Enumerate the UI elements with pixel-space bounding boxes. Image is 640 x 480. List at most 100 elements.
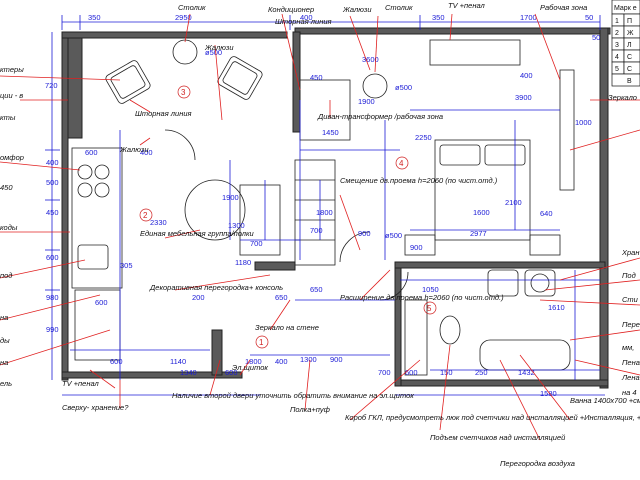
dim-text: 980 — [46, 293, 59, 302]
dim-text: 1180 — [235, 258, 251, 267]
table-bedroom — [362, 73, 388, 99]
door-swing — [164, 129, 196, 161]
dim-text: 1300 — [300, 355, 317, 364]
dim-text: 3600 — [362, 55, 379, 64]
legend-row-num: 5 — [615, 66, 619, 73]
dim-text: 600 — [405, 368, 418, 377]
dim-text: 600 — [46, 253, 59, 262]
dimension-lines — [45, 15, 605, 396]
dim-text: 1300 — [228, 221, 245, 230]
dim-text: 1580 — [540, 389, 557, 398]
pillow — [439, 144, 481, 166]
hob-burner — [94, 182, 110, 198]
legend-row-num: 1 — [615, 18, 619, 25]
balcony-wall — [67, 37, 83, 139]
dim-text: 700 — [250, 239, 263, 248]
room-numbers: 3 2 4 1 5 — [139, 85, 437, 349]
dim-text: 400 — [300, 13, 313, 22]
label-dekor: Декоративная перегородка+ консоль — [149, 283, 283, 292]
dim-text: 600 — [95, 298, 108, 307]
sink — [77, 244, 109, 270]
label-right-cut: Пере — [622, 320, 640, 329]
label-left-cut: на — [0, 358, 8, 367]
furniture — [71, 39, 575, 376]
dim-text: 2330 — [150, 218, 167, 227]
console — [239, 184, 281, 256]
dim-text: ø500 — [395, 83, 412, 92]
wall-top-left — [61, 31, 288, 39]
label-left-cut: кты — [0, 113, 16, 122]
wall-left — [61, 31, 69, 381]
room-number: 3 — [181, 88, 186, 97]
dim-text: 250 — [475, 368, 488, 377]
label-vanna: Ванна 1400x700 +смеситель на ванну и душ — [570, 396, 640, 405]
dim-text: 350 — [432, 13, 445, 22]
dim-text: 1800 — [316, 208, 333, 217]
label-sverhu: Сверху- хранение? — [62, 403, 129, 412]
label-peregorodka: Перегородка воздуха — [500, 459, 575, 468]
label-right-cut: Сти — [622, 295, 639, 304]
wall-right — [599, 27, 609, 389]
dim-text: 1600 — [473, 208, 490, 217]
label-right-cut: Под — [622, 271, 636, 280]
coffee-table-top — [172, 39, 198, 65]
armchair-left — [105, 60, 151, 104]
legend-row-num: 4 — [615, 54, 619, 61]
dim-text: 50 — [592, 33, 600, 42]
dim-text: ø500 — [205, 48, 222, 57]
label-polka-puf: Полка+пуф — [290, 405, 331, 414]
legend-row-num: 2 — [615, 30, 619, 37]
label-edinaya: Единая мебельная группа/полки — [140, 229, 255, 238]
wall-entry — [211, 329, 223, 376]
label-korob: Короб ГКЛ, предусмотреть люк под счетчик… — [345, 413, 640, 422]
dim-text: 2250 — [415, 133, 432, 142]
label-zerkalo: Зеркало на стене — [255, 323, 319, 332]
dim-text: 1700 — [520, 13, 537, 22]
label-rabochaya-zona: Рабочая зона — [540, 3, 587, 12]
dim-text: 700 — [310, 226, 323, 235]
label-left-cut: коды — [0, 223, 18, 232]
label-tv-penal-bottom: TV +пенал — [62, 379, 100, 388]
circle-dimensions: ø500 ø500 1450 3600 ø500 450 — [205, 48, 412, 240]
dim-text: 50 — [585, 13, 593, 22]
legend-row-code: С — [627, 54, 632, 61]
dim-text: 600 — [85, 148, 98, 157]
dim-text: 1050 — [422, 285, 439, 294]
label-right-cut: Пена — [622, 358, 640, 367]
legend-row-code: П — [627, 18, 632, 25]
shelving — [294, 159, 336, 266]
label-stolik-top: Столик — [178, 3, 206, 12]
dim-text: 1340 — [180, 368, 197, 377]
dim-text: 990 — [46, 325, 59, 334]
room-number: 5 — [427, 304, 432, 313]
label-left-cut: омфор — [0, 153, 24, 162]
dim-text: 1000 — [575, 118, 592, 127]
hob-burner — [94, 164, 110, 180]
dim-text: 650 — [310, 285, 323, 294]
label-left-cut: ктеры — [0, 65, 24, 74]
label-left-cut: ель — [0, 379, 12, 388]
dining-table — [184, 179, 246, 241]
dim-text: 150 — [440, 368, 453, 377]
drum — [530, 273, 550, 293]
label-zhaluzi-left: Жалюзи — [119, 145, 149, 154]
label-left-cut: под — [0, 271, 12, 280]
door-swing — [339, 231, 371, 263]
dim-text: 400 — [275, 357, 288, 366]
dim-text: 640 — [540, 209, 553, 218]
dim-text: 1900 — [358, 97, 375, 106]
nightstand — [529, 234, 561, 256]
dim-text: 600 — [110, 357, 123, 366]
label-smeschenie: Смещение дв.проема h=2060 (по чист.отд.) — [340, 176, 498, 185]
hob-burner — [77, 182, 93, 198]
bed — [434, 139, 531, 241]
room-number: 1 — [259, 338, 264, 347]
dim-text: 500 — [46, 178, 59, 187]
dim-text: 1432 — [518, 368, 535, 377]
walls — [61, 27, 611, 389]
wall-partition-top — [292, 31, 301, 133]
label-left-cut: на — [0, 313, 8, 322]
wall-bath-top — [394, 261, 606, 269]
label-left-cut: ды — [0, 336, 10, 345]
washing-machine — [524, 269, 556, 297]
